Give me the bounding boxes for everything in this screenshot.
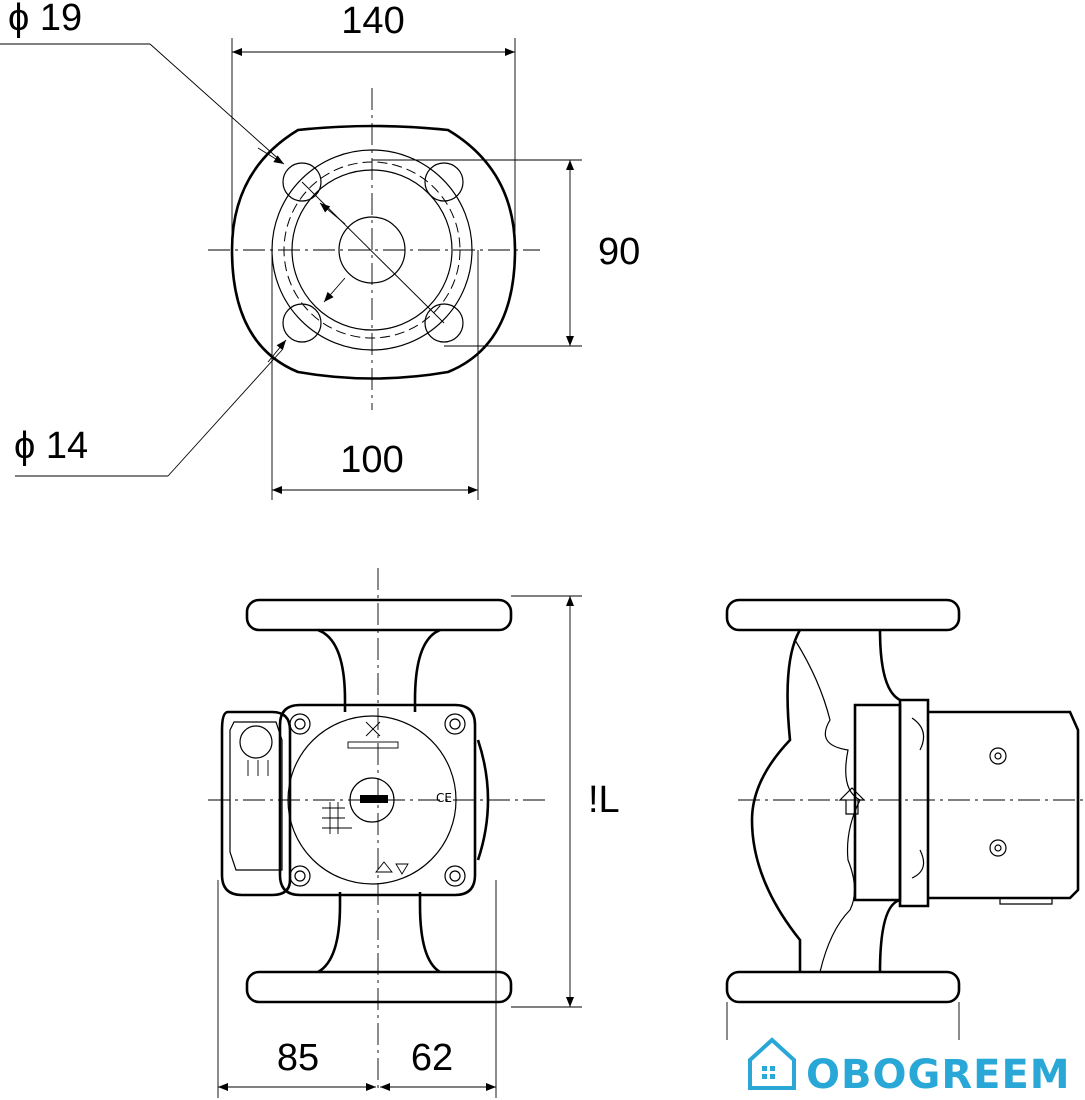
- dimension-dia-14-label: ϕ 14: [14, 425, 88, 467]
- dimension-dia-14: ϕ 14: [14, 277, 346, 477]
- svg-text:CE: CE: [436, 791, 452, 805]
- brand-text: OBOGREEM: [806, 1052, 1071, 1098]
- dimension-100: 100: [271, 250, 479, 500]
- dimension-90-label: 90: [598, 231, 640, 273]
- pump-side-view: [725, 598, 1085, 1040]
- dimension-140: 140: [231, 0, 516, 250]
- brand-watermark: OBOGREEM: [748, 1037, 1071, 1098]
- dimension-62-label: 62: [411, 1037, 453, 1079]
- dimension-85-62: 85 62: [217, 880, 497, 1098]
- dimension-100-label: 100: [340, 439, 403, 481]
- dimension-85-label: 85: [277, 1037, 319, 1079]
- dimension-dia-19: ϕ 19: [0, 0, 346, 225]
- dimension-90: 90: [372, 159, 640, 347]
- dimension-length: !L: [511, 595, 620, 1008]
- house-icon: [748, 1037, 796, 1090]
- dimension-dia-19-label: ϕ 19: [8, 0, 82, 39]
- flange-top-view: [208, 88, 540, 410]
- dimension-140-label: 140: [341, 0, 404, 42]
- pump-front-view: CE: [208, 568, 550, 1090]
- dimension-length-label: !L: [588, 779, 620, 821]
